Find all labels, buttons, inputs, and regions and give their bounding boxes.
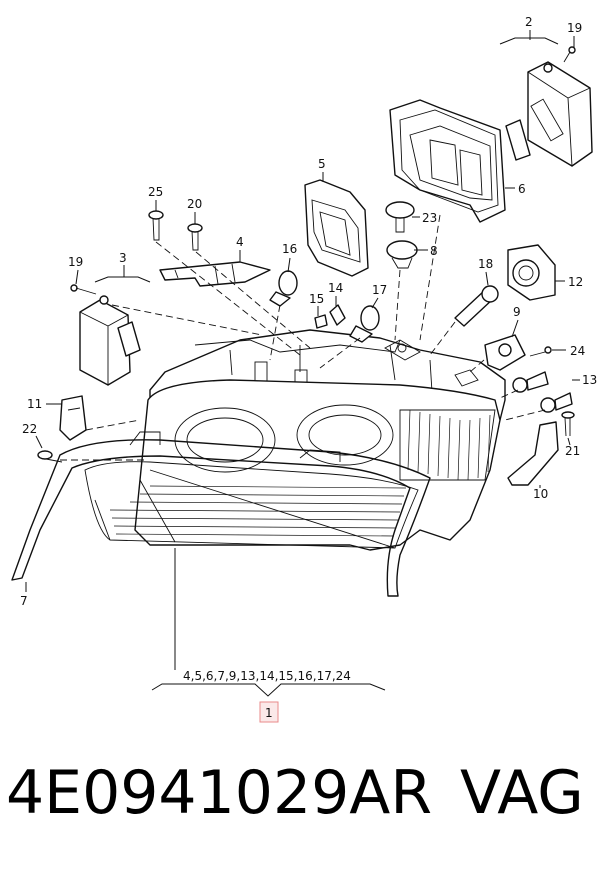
screw-19-right [563, 46, 576, 63]
callout-5: 5 [318, 157, 326, 171]
headlight-lens-cover [11, 431, 431, 597]
callout-1: 1 [265, 706, 273, 720]
callout-23: 23 [422, 211, 437, 225]
screw-22 [37, 450, 63, 463]
screw-21 [561, 411, 575, 437]
callout-13: 13 [582, 373, 597, 387]
callout-17: 17 [372, 283, 387, 297]
callout-16: 16 [282, 242, 297, 256]
callout-25: 25 [148, 185, 163, 199]
callout-20: 20 [187, 197, 202, 211]
callout-8: 8 [430, 244, 438, 258]
gasket-frame-5 [304, 179, 369, 277]
callout-14: 14 [328, 281, 343, 295]
bulb-17 [349, 305, 380, 343]
sensor-11 [59, 395, 87, 441]
leader-lines [25, 30, 580, 697]
screws [37, 46, 576, 463]
part-number: 4E0941029AR [6, 758, 433, 828]
callout-numbers: 2 19 6 5 23 8 25 20 4 16 3 19 15 14 17 1… [20, 15, 597, 723]
frame-6 [389, 99, 506, 223]
bracket-4 [159, 261, 271, 287]
callout-9: 9 [513, 305, 521, 319]
screw-20 [187, 223, 203, 251]
control-unit-3 [79, 295, 141, 386]
callout-7: 7 [20, 594, 28, 608]
callout-10: 10 [533, 487, 548, 501]
control-unit-2 [505, 61, 593, 167]
callout-2: 2 [525, 15, 533, 29]
callout-4: 4 [236, 235, 244, 249]
assembly-component-list: 4,5,6,7,9,13,14,15,16,17,24 [183, 669, 351, 683]
module-12 [507, 244, 556, 301]
callout-6: 6 [518, 182, 526, 196]
callout-19-right: 19 [567, 21, 582, 35]
callout-24: 24 [570, 344, 585, 358]
bracket-10 [507, 421, 559, 486]
screw-19-left [70, 284, 97, 295]
cap-23 [385, 201, 415, 233]
cap-8 [386, 240, 418, 269]
callout-21: 21 [565, 444, 580, 458]
callout-1-highlight-box [259, 701, 279, 723]
adjuster-9 [484, 334, 526, 371]
callout-18: 18 [478, 257, 493, 271]
connector-lines [60, 214, 546, 461]
indicator-grille [399, 409, 496, 481]
callout-19-left: 19 [68, 255, 83, 269]
brand-name: VAG [460, 758, 584, 828]
callout-22: 22 [22, 422, 37, 436]
bulb-15 [314, 314, 328, 329]
callout-11: 11 [27, 397, 42, 411]
bulb-16 [269, 270, 298, 307]
bulb-18 [454, 285, 499, 327]
callout-12: 12 [568, 275, 583, 289]
screw-25 [148, 210, 164, 241]
bulb-14 [329, 304, 346, 326]
callout-3: 3 [119, 251, 127, 265]
callout-15: 15 [309, 292, 324, 306]
headlight-housing [134, 329, 506, 551]
bulbs-13 [512, 371, 573, 413]
screw-24 [529, 346, 552, 357]
lens-hatching [109, 485, 407, 537]
